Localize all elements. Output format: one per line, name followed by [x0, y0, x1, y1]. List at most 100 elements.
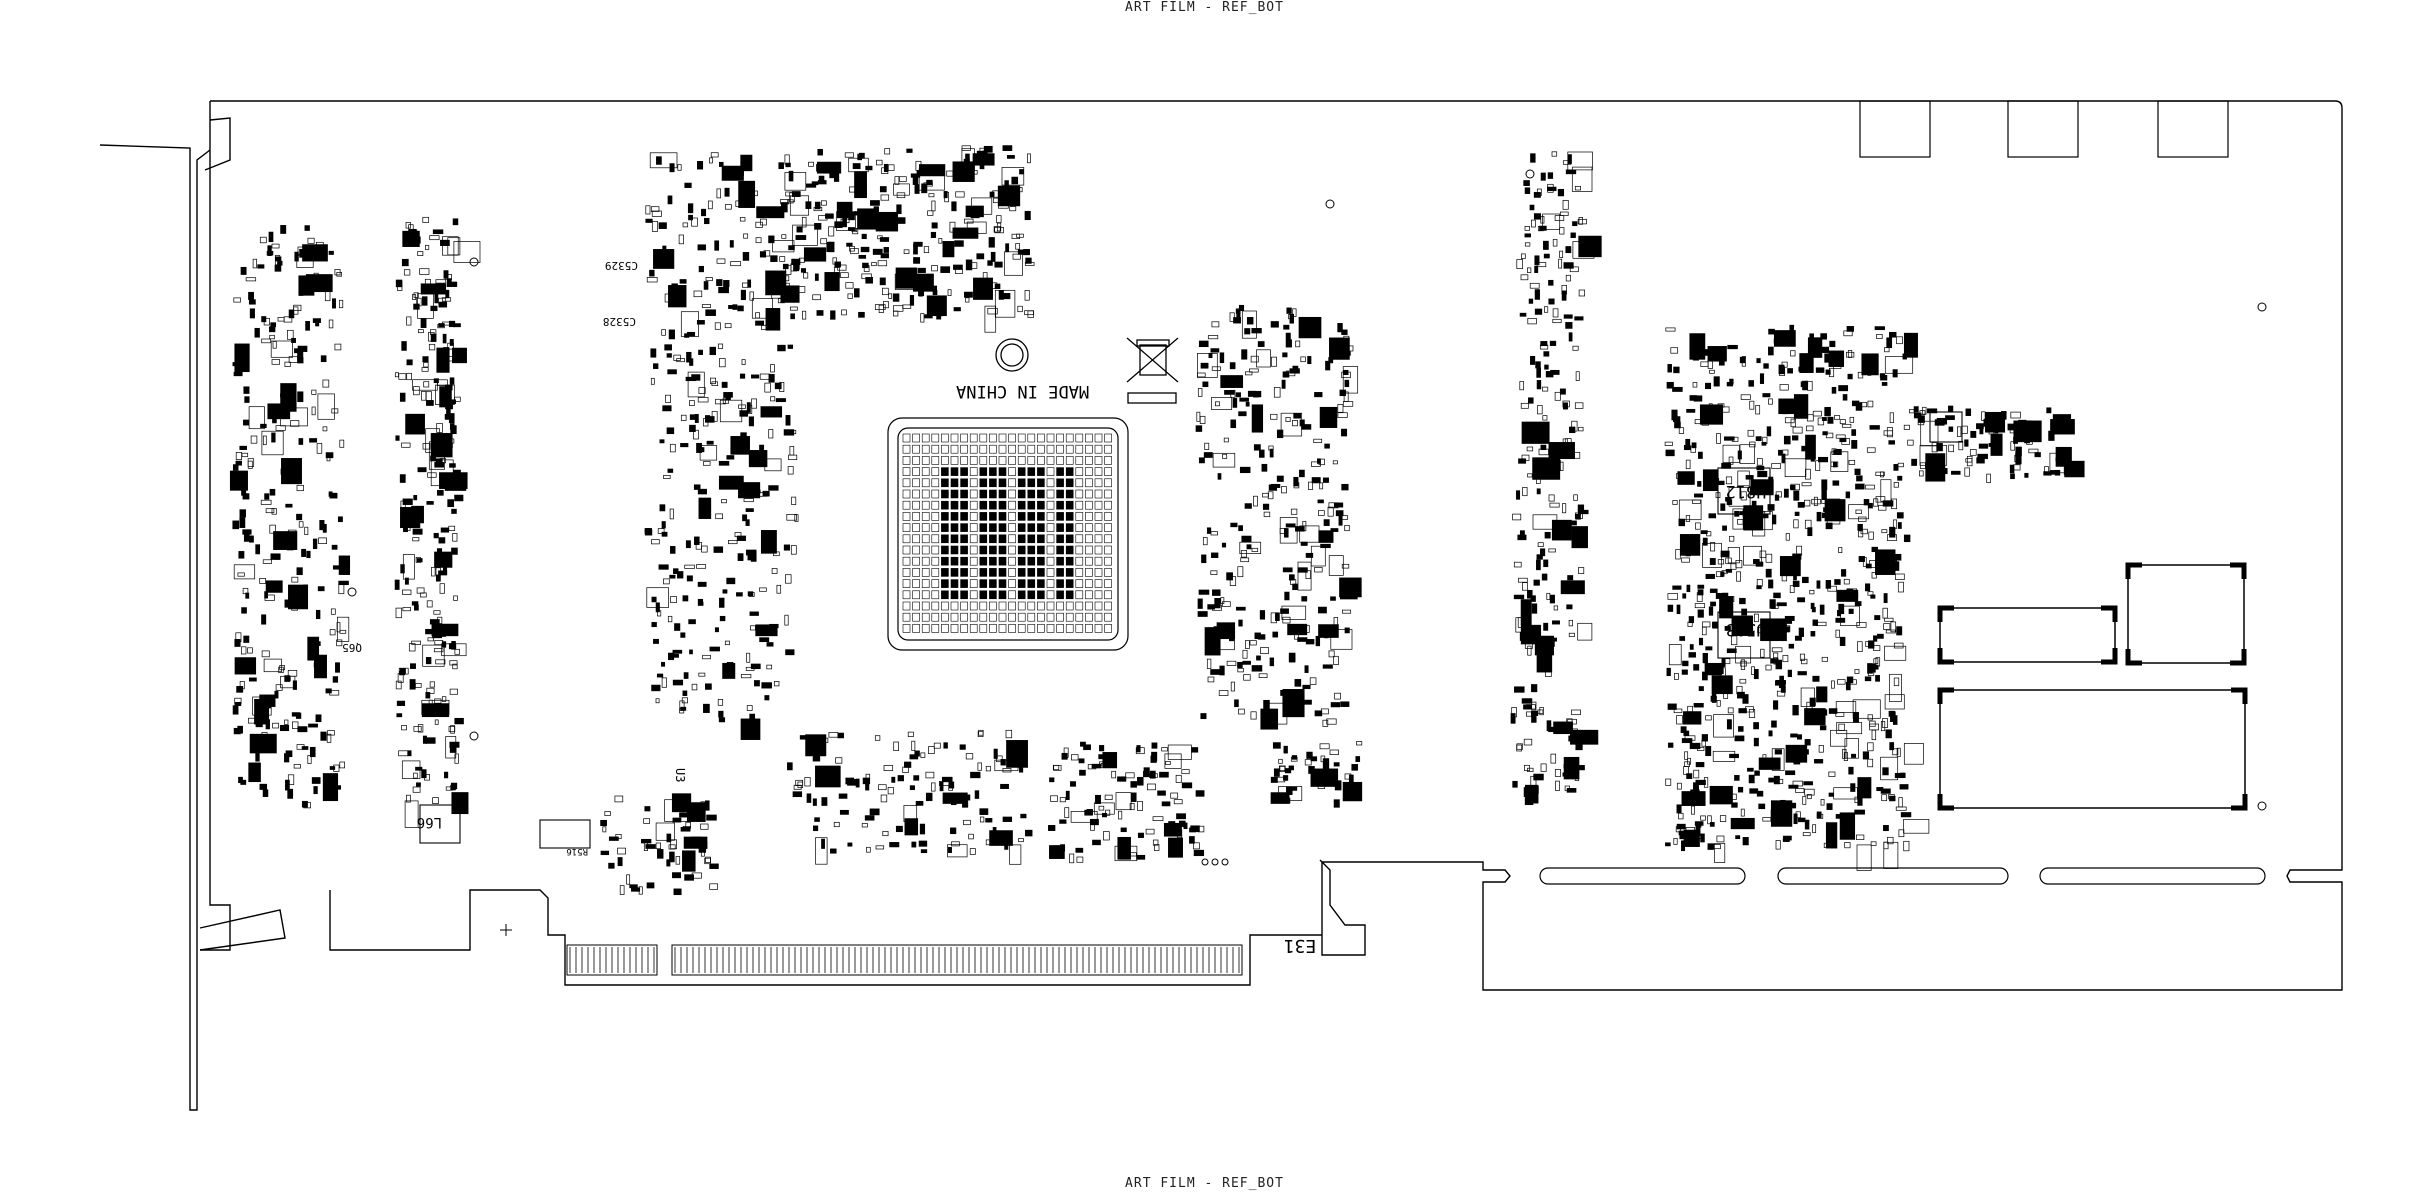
- smd-part: [1685, 459, 1691, 470]
- smd-part: [950, 798, 957, 806]
- gpu-cap: [950, 478, 959, 488]
- smd-part: [296, 744, 305, 750]
- smd-part: [629, 884, 638, 889]
- gpu-cap: [941, 433, 949, 443]
- smd-part: [1343, 391, 1349, 402]
- smd-part: [806, 793, 812, 803]
- smd-part: [1318, 510, 1325, 516]
- smd-part: [1064, 807, 1070, 818]
- gpu-cap: [1008, 579, 1016, 588]
- smd-part: [701, 208, 707, 217]
- smd-part: [1867, 502, 1873, 509]
- smd-part: [1727, 707, 1734, 714]
- gpu-cap: [998, 579, 1007, 588]
- smd-part: [1812, 675, 1820, 682]
- smd-part: [1292, 420, 1298, 427]
- smd-part: [1883, 430, 1894, 436]
- gpu-cap: [1037, 534, 1045, 544]
- smd-part: [699, 445, 718, 461]
- smd-part: [644, 806, 651, 812]
- smd-part: [766, 642, 774, 647]
- gpu-cap: [1008, 612, 1016, 622]
- smd-part: [1793, 813, 1798, 825]
- gpu-cap: [902, 523, 911, 532]
- smd-part: [291, 604, 298, 611]
- smd-part: [1825, 522, 1833, 530]
- smd-part: [279, 665, 285, 671]
- smd-part: [931, 200, 936, 212]
- smd-part: [1575, 744, 1583, 751]
- smd-part: [404, 800, 419, 828]
- smd-part: [315, 609, 321, 620]
- smd-part: [1531, 219, 1536, 228]
- smd-part: [1083, 744, 1091, 751]
- smd-part: [1569, 266, 1579, 273]
- gpu-cap: [902, 568, 911, 577]
- smd-part: [1689, 395, 1698, 401]
- smd-part: [653, 363, 659, 369]
- smd-part: [1678, 812, 1684, 820]
- smd-part: [274, 265, 282, 272]
- smd-part: [1542, 213, 1561, 230]
- smd-part: [284, 676, 291, 682]
- smd-part: [1568, 332, 1573, 342]
- smd-part: [1735, 835, 1741, 840]
- gpu-cap: [931, 478, 940, 488]
- smd-part: [897, 775, 904, 782]
- smd-part: [1011, 176, 1019, 185]
- smd-part: [247, 647, 253, 654]
- smd-part: [788, 170, 794, 182]
- smd-part: [1571, 526, 1588, 549]
- smd-part: [710, 152, 719, 158]
- gpu-cap: [989, 478, 997, 488]
- smd-part: [1736, 685, 1743, 695]
- smd-part: [1769, 599, 1776, 609]
- smd-part: [1809, 590, 1815, 595]
- smd-part: [1762, 754, 1767, 765]
- smd-part: [651, 210, 662, 217]
- smd-part: [899, 176, 907, 182]
- smd-part: [1343, 335, 1350, 344]
- smd-part: [436, 423, 443, 433]
- smd-part: [243, 386, 250, 394]
- smd-part: [449, 747, 457, 753]
- gpu-cap: [950, 601, 959, 611]
- smd-part: [1867, 758, 1874, 768]
- gpu-cap: [979, 478, 988, 488]
- smd-part: [817, 148, 823, 156]
- smd-part: [252, 258, 257, 269]
- smd-part: [1290, 508, 1298, 515]
- smd-part: [705, 277, 713, 282]
- smd-part: [1521, 698, 1533, 704]
- smd-part: [893, 741, 899, 751]
- smd-part: [667, 195, 673, 205]
- smd-part: [1305, 639, 1315, 645]
- smd-part: [1792, 580, 1800, 587]
- smd-part: [1251, 547, 1259, 552]
- smd-part: [1688, 652, 1696, 658]
- smd-part: [1210, 570, 1218, 575]
- smd-part: [1790, 350, 1796, 357]
- smd-part: [1563, 262, 1574, 269]
- smd-part: [446, 278, 452, 287]
- smd-part: [1197, 598, 1203, 609]
- smd-part: [600, 850, 610, 856]
- smd-part: [1198, 589, 1210, 595]
- smd-part: [265, 508, 275, 514]
- smd-part: [411, 640, 421, 645]
- smd-part: [691, 217, 698, 227]
- smd-part: [1692, 499, 1701, 504]
- smd-part: [763, 250, 771, 257]
- smd-part: [1565, 274, 1571, 282]
- smd-part: [275, 684, 283, 691]
- smd-part: [1548, 494, 1555, 502]
- smd-part: [1807, 380, 1813, 391]
- smd-part: [425, 737, 436, 744]
- smd-part: [920, 313, 925, 323]
- smd-part: [1781, 453, 1786, 464]
- smd-part: [234, 657, 257, 675]
- smd-part: [1561, 290, 1567, 301]
- smd-part: [447, 499, 455, 508]
- smd-part: [1889, 331, 1897, 338]
- smd-part: [1002, 816, 1013, 822]
